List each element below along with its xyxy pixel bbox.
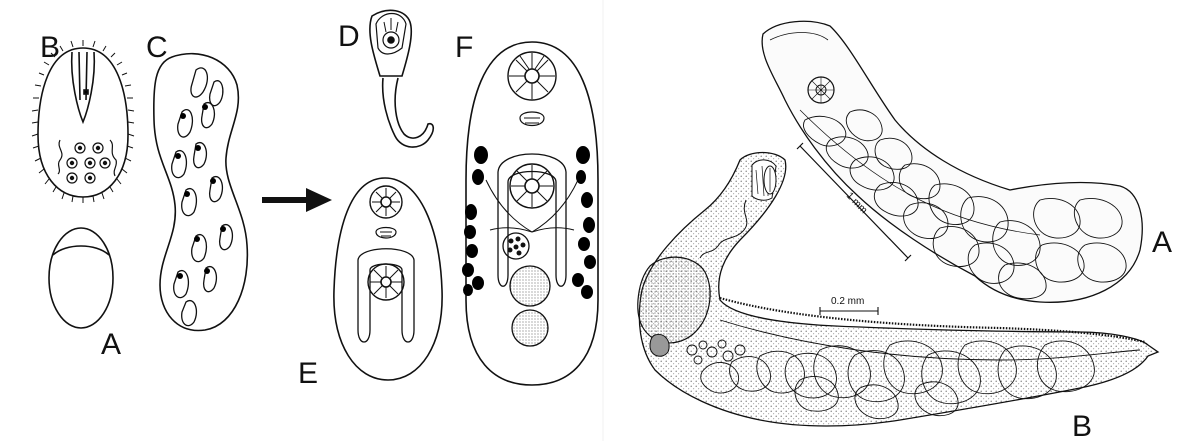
stage-d-cercaria [370,10,433,147]
stage-e-adult-juvenile [334,178,442,380]
stage-c-sporocyst [154,54,248,331]
label-a-left: A [101,328,121,361]
specimen-a [762,21,1142,302]
label-f-left: F [455,31,473,64]
scale-label-0-2mm: 0.2 mm [831,296,864,307]
sequence-arrow [262,188,332,212]
label-c-left: C [146,31,168,64]
stage-f-adult [462,42,598,385]
right-panel: 1 mm [638,21,1172,441]
label-b-right: B [1072,410,1092,441]
label-e-left: E [298,357,318,390]
scale-bar-0-2mm [820,307,878,315]
label-d-left: D [338,20,360,53]
label-a-right: A [1152,226,1172,259]
stage-b-miracidium [32,40,134,203]
label-b-left: B [40,31,60,64]
stage-a-egg [49,228,113,328]
